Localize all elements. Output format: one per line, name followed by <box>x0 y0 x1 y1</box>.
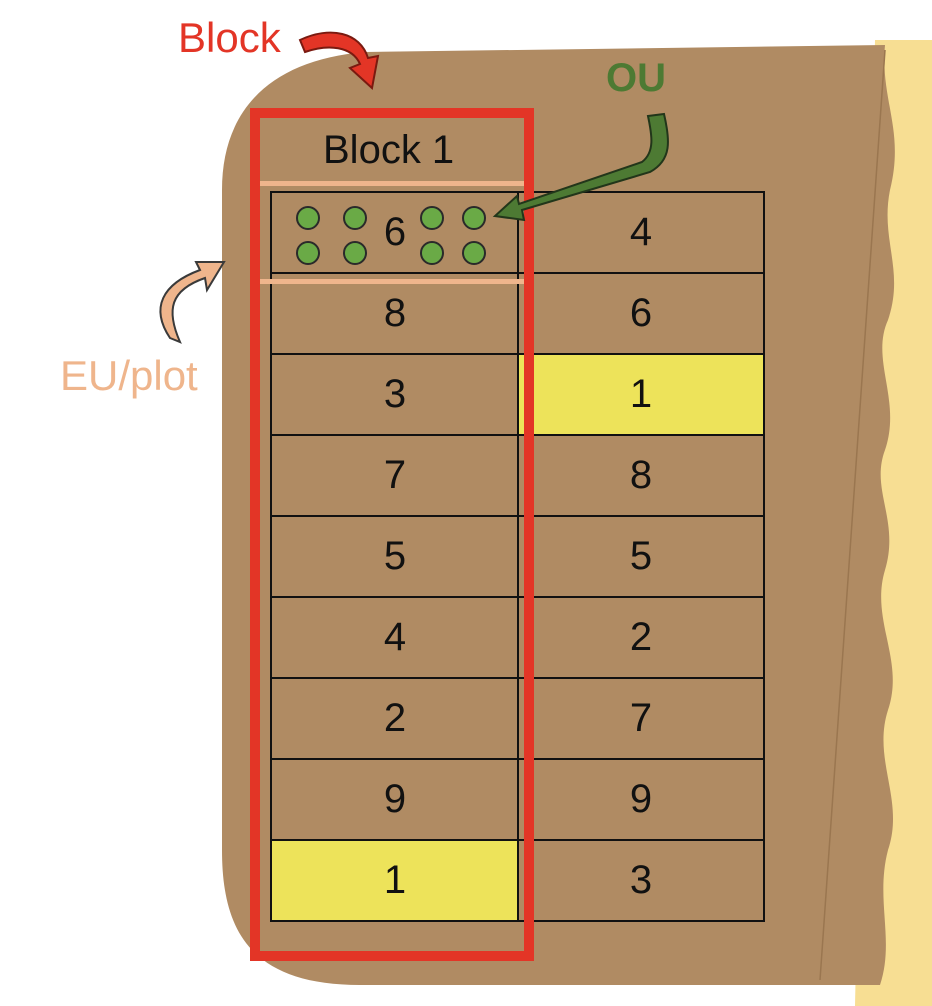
ou-arrow-icon <box>492 112 669 222</box>
plot-cell: 5 <box>517 515 765 598</box>
plot-cell-value: 8 <box>383 291 407 335</box>
observational-unit-dot <box>462 206 486 230</box>
observational-unit-dot <box>343 241 367 265</box>
plot-cell-value: 7 <box>629 696 653 740</box>
plot-cell: 5 <box>270 515 520 598</box>
plot-cell-value: 5 <box>383 534 407 578</box>
plot-cell-value: 6 <box>383 210 407 254</box>
plot-cell-value: 1 <box>629 372 653 416</box>
plot-cell: 4 <box>517 191 765 274</box>
observational-unit-dot <box>296 241 320 265</box>
observational-unit-dot <box>343 206 367 230</box>
plot-cell: 1 <box>270 839 520 922</box>
plot-cell-value: 4 <box>629 210 653 254</box>
plot-cell-value: 9 <box>383 777 407 821</box>
plot-cell-value: 9 <box>629 777 653 821</box>
plot-cell-value: 6 <box>629 291 653 335</box>
observational-unit-dot <box>462 241 486 265</box>
plot-cell: 2 <box>270 677 520 760</box>
field-edge-line <box>819 49 886 981</box>
plot-cell-value: 3 <box>629 858 653 902</box>
ou-annotation-label: OU <box>606 56 666 100</box>
observational-unit-dot <box>420 241 444 265</box>
plot-cell: 1 <box>517 353 765 436</box>
plot-cell-value: 5 <box>629 534 653 578</box>
plot-cell: 3 <box>517 839 765 922</box>
block-arrow-icon <box>298 31 380 90</box>
observational-unit-dot <box>420 206 444 230</box>
plot-cell: 8 <box>517 434 765 517</box>
plot-cell-value: 7 <box>383 453 407 497</box>
plot-cell-value: 2 <box>629 615 653 659</box>
plot-cell-value: 4 <box>383 615 407 659</box>
block-frame <box>250 108 534 961</box>
block-annotation-label: Block <box>178 14 281 61</box>
eu-plot-annotation-label: EU/plot <box>60 352 198 399</box>
plot-cell-value: 3 <box>383 372 407 416</box>
plot-cell: 9 <box>270 758 520 841</box>
eu-plot-arrow-icon <box>159 261 226 344</box>
plot-cell-value: 8 <box>629 453 653 497</box>
block-title: Block 1 <box>323 128 455 172</box>
plot-cell-value: 1 <box>383 858 407 902</box>
plot-cell-value: 2 <box>383 696 407 740</box>
observational-unit-dot <box>296 206 320 230</box>
